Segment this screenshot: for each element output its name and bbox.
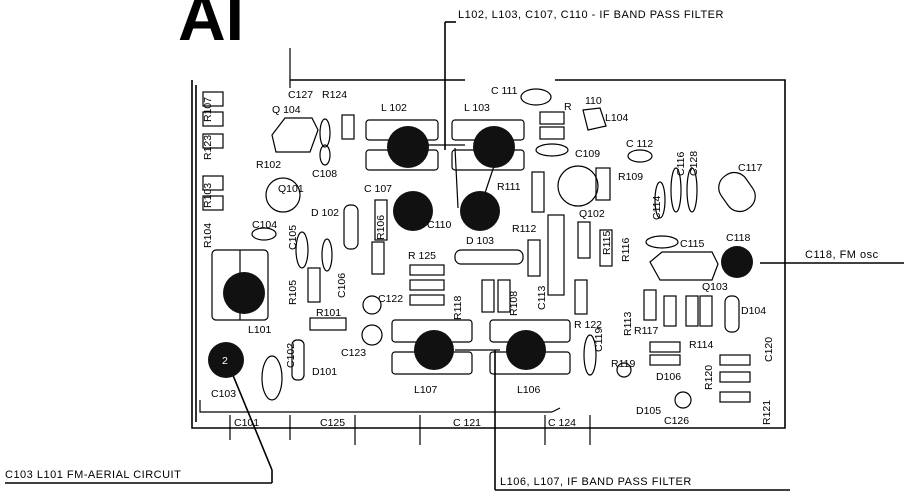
label-l103: L 103 xyxy=(464,102,490,114)
label-r104: R104 xyxy=(202,223,214,248)
label-110: 110 xyxy=(585,95,602,107)
label-c123: C123 xyxy=(341,347,366,359)
label-c121: C 121 xyxy=(453,417,481,429)
label-c108: C108 xyxy=(312,168,337,180)
label-c103: C103 xyxy=(211,388,236,400)
board-outline xyxy=(191,79,786,429)
label-q101: Q101 xyxy=(278,183,304,195)
label-r120: R120 xyxy=(703,365,715,390)
label-r112: R112 xyxy=(512,223,536,235)
caption-fm-osc: C118, FM osc xyxy=(805,249,879,261)
label-c113: C113 xyxy=(536,286,548,310)
label-d105: D105 xyxy=(636,405,661,417)
label-c117: C117 xyxy=(738,162,762,174)
label-r108: R108 xyxy=(508,291,520,316)
label-c115: C115 xyxy=(680,238,704,250)
label-c112: C 112 xyxy=(626,138,653,150)
label-r105: R105 xyxy=(287,280,299,305)
caption-top-if-filter: L102, L103, C107, C110 - IF BAND PASS FI… xyxy=(458,9,724,21)
label-r115: R115 xyxy=(601,231,613,255)
caption-fm-aerial-circuit: C103 L101 FM-AERIAL CIRCUIT xyxy=(5,469,181,481)
label-q104: Q 104 xyxy=(272,104,301,116)
label-c110: C110 xyxy=(427,219,451,231)
label-c107: C 107 xyxy=(364,183,392,195)
label-d103: D 103 xyxy=(466,235,494,247)
blob-l102 xyxy=(387,126,429,168)
label-c101: C101 xyxy=(234,417,259,429)
label-c124: C 124 xyxy=(548,417,576,429)
component-labels: R107 R123 R102 R103 R104 C127 R124 Q 104… xyxy=(202,85,775,429)
label-r116: R116 xyxy=(620,238,632,262)
label-r107: R107 xyxy=(202,97,214,122)
blob-c118 xyxy=(721,246,753,278)
label-r102: R102 xyxy=(256,159,281,171)
label-l102: L 102 xyxy=(381,102,407,114)
blob-c107 xyxy=(393,191,433,231)
label-c128: C128 xyxy=(688,151,700,176)
label-l104: L104 xyxy=(605,112,629,124)
label-c127: C127 xyxy=(288,89,313,101)
label-r114: R114 xyxy=(689,339,713,351)
label-c102: C102 xyxy=(285,343,297,368)
label-c114: C114 xyxy=(651,196,663,220)
label-r106: R106 xyxy=(375,215,387,240)
label-c106: C106 xyxy=(336,273,348,298)
label-c122: C122 xyxy=(378,293,403,305)
blob-l101 xyxy=(223,272,265,314)
leader-lines xyxy=(5,21,904,491)
page-heading: AI xyxy=(178,0,244,54)
label-r119: R119 xyxy=(611,358,635,370)
label-r122: R 122 xyxy=(574,319,602,331)
label-c111: C 111 xyxy=(491,85,518,97)
label-r118: R118 xyxy=(452,296,464,320)
label-r125: R 125 xyxy=(408,250,436,262)
label-c105: C105 xyxy=(287,225,299,250)
label-r103: R103 xyxy=(202,183,214,208)
label-c119: C119 xyxy=(593,328,605,352)
label-r123: R123 xyxy=(202,135,214,160)
label-d104: D104 xyxy=(741,305,766,317)
label-c104: C104 xyxy=(252,219,277,231)
marker-2: 2 xyxy=(222,355,228,367)
label-l107: L107 xyxy=(414,384,438,396)
label-r113: R113 xyxy=(622,312,634,336)
label-r117: R117 xyxy=(634,325,658,337)
blob-l106 xyxy=(506,330,546,370)
label-c118: C118 xyxy=(726,232,750,244)
highlight-blobs xyxy=(208,126,753,378)
blob-c110 xyxy=(460,191,500,231)
label-q103: Q103 xyxy=(702,281,728,293)
blob-l107 xyxy=(414,330,454,370)
label-c125: C125 xyxy=(320,417,345,429)
label-c126: C126 xyxy=(664,415,689,427)
blob-c103 xyxy=(208,342,244,378)
label-d106: D106 xyxy=(656,371,681,383)
label-r109: R109 xyxy=(618,171,643,183)
label-r101: R101 xyxy=(316,307,341,319)
label-r124: R124 xyxy=(322,89,347,101)
label-r111: R111 xyxy=(497,181,521,193)
label-r121: R121 xyxy=(761,400,773,425)
label-l106: L106 xyxy=(517,384,541,396)
label-d102: D 102 xyxy=(311,207,339,219)
label-l101: L101 xyxy=(248,324,272,336)
label-q102: Q102 xyxy=(579,208,605,220)
label-r: R xyxy=(564,101,572,113)
label-c116: C116 xyxy=(675,152,687,176)
label-c109: C109 xyxy=(575,148,600,160)
blob-l103 xyxy=(473,126,515,168)
caption-bottom-if-filter: L106, L107, IF BAND PASS FILTER xyxy=(500,476,692,488)
label-d101: D101 xyxy=(312,366,337,378)
label-c120: C120 xyxy=(763,337,775,362)
